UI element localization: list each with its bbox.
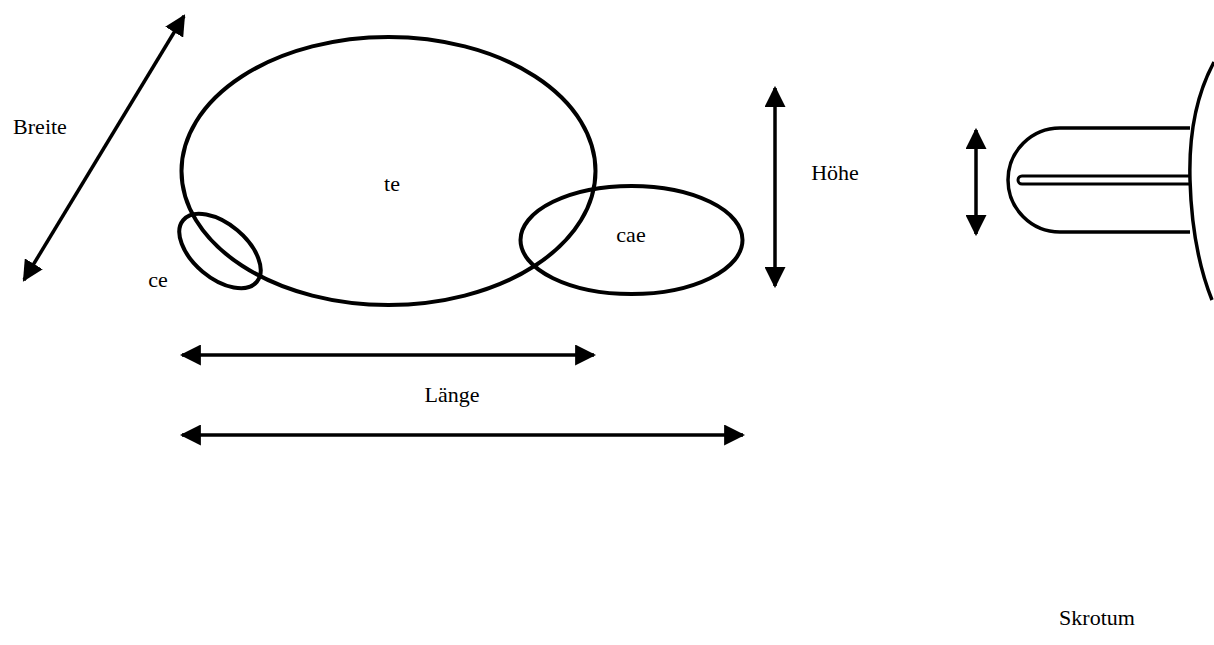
part-abbreviation: ce bbox=[148, 268, 168, 292]
dimension-label: Breite bbox=[13, 115, 67, 139]
part-abbreviation: te bbox=[384, 172, 400, 196]
scrotum-slit bbox=[1018, 176, 1190, 184]
part-label: Skrotum bbox=[1059, 606, 1135, 630]
length-arrow bbox=[182, 433, 743, 437]
ellipse bbox=[166, 199, 274, 302]
scrotum-arrow bbox=[974, 130, 978, 234]
height-arrow bbox=[773, 88, 777, 286]
scrotum-outline bbox=[1008, 128, 1190, 232]
width-arrow bbox=[24, 16, 184, 280]
caput-ellipse: ce bbox=[172, 208, 268, 294]
cauda-ellipse: cae bbox=[519, 185, 744, 295]
body-outline bbox=[1190, 62, 1214, 300]
ellipse-outline bbox=[172, 208, 268, 294]
dimension-label: Höhe bbox=[811, 161, 859, 185]
part-abbreviation: cae bbox=[616, 223, 645, 247]
ellipse bbox=[521, 186, 743, 294]
dimension-label: Länge bbox=[425, 383, 480, 407]
length-arrow bbox=[182, 353, 594, 357]
